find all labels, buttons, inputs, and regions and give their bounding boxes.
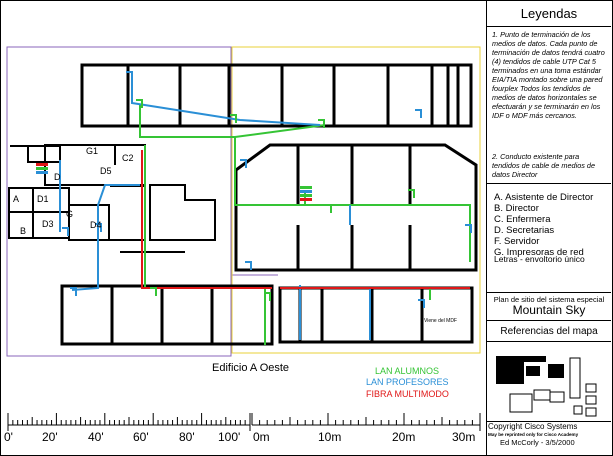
cable-runs — [59, 72, 471, 345]
cable-legend-fiber: FIBRA MULTIMODO — [366, 389, 449, 399]
east-wing-outline — [231, 46, 481, 354]
scale-label: 0' — [4, 430, 13, 444]
key-item: G. Impresoras de red — [494, 247, 584, 258]
key-item: B. Director — [494, 203, 539, 214]
room-label: A — [13, 194, 19, 204]
copyright-line-2: May be reprinted only for Cisco Academy — [488, 432, 579, 437]
legend-panel — [486, 0, 612, 455]
site-mini-map — [496, 356, 597, 417]
site-plan-label: Plan de sitio del sistema especial — [493, 295, 605, 304]
west-wing-outline — [6, 46, 232, 357]
room-label: D4 — [90, 220, 102, 230]
scale-label: 40' — [88, 430, 104, 444]
termination-points — [62, 71, 472, 308]
scale-label: 60' — [133, 430, 149, 444]
room-label: B — [20, 226, 26, 236]
scale-feet-ticks — [7, 413, 251, 425]
bottom-right-classrooms — [278, 286, 474, 344]
legend-keys: A. Asistente de Director B. Director C. … — [494, 192, 612, 258]
key-item: D. Secretarias — [494, 225, 555, 236]
scale-label: 20m — [392, 430, 415, 444]
room-label: G — [66, 209, 73, 219]
key-item: F. Servidor — [494, 236, 540, 247]
legend-title: Leyendas — [520, 6, 578, 21]
idf-rack — [36, 163, 48, 174]
divider — [487, 320, 611, 321]
top-classrooms — [80, 63, 473, 128]
copyright-line-3: Ed McCorly - 3/5/2000 — [500, 438, 575, 447]
mdf-label: Viene del MDF — [424, 318, 457, 324]
legend-note-2: 2. Conducto existente para tendidos de c… — [492, 152, 596, 179]
key-item: C. Enfermera — [494, 214, 551, 225]
bottom-left-classrooms — [60, 284, 274, 346]
scale-label: 0m — [253, 430, 270, 444]
room-labels: G1 C2 D D5 A D1 G B D3 D4 — [13, 146, 134, 236]
divider — [487, 183, 611, 184]
scale-label: 100' — [218, 430, 240, 444]
legend-note-1: 1. Punto de terminación de los medios de… — [492, 30, 605, 120]
divider — [487, 421, 611, 422]
room-label: C2 — [122, 153, 134, 163]
divider — [487, 26, 611, 27]
scale-label: 10m — [318, 430, 341, 444]
room-label: D — [54, 172, 61, 182]
scale-label: 80' — [179, 430, 195, 444]
scale-meter-ticks — [251, 413, 481, 425]
divider — [487, 341, 611, 342]
copyright-line-1: Copyright Cisco Systems — [488, 422, 578, 431]
room-label: D1 — [37, 194, 49, 204]
letters-note: Letras - envoltorio único — [494, 254, 585, 264]
cable-legend-faculty: LAN PROFESORES — [366, 377, 449, 387]
building-label: Edificio A Oeste — [212, 362, 289, 374]
scale-label: 20' — [42, 430, 58, 444]
divider — [487, 292, 611, 293]
mdf-rack — [300, 186, 312, 201]
references-title: Referencias del mapa — [500, 326, 598, 337]
cable-legend-students: LAN ALUMNOS — [375, 366, 439, 376]
room-label: D3 — [42, 219, 54, 229]
scale-label: 30m — [452, 430, 475, 444]
east-classrooms — [234, 143, 478, 272]
room-label: G1 — [86, 146, 98, 156]
key-item: A. Asistente de Director — [494, 192, 594, 203]
school-name: Mountain Sky — [512, 303, 586, 317]
room-label: D5 — [100, 166, 112, 176]
floor-plan: G1 C2 D D5 A D1 G B D3 D4 Edificio A Oes… — [4, 46, 481, 444]
